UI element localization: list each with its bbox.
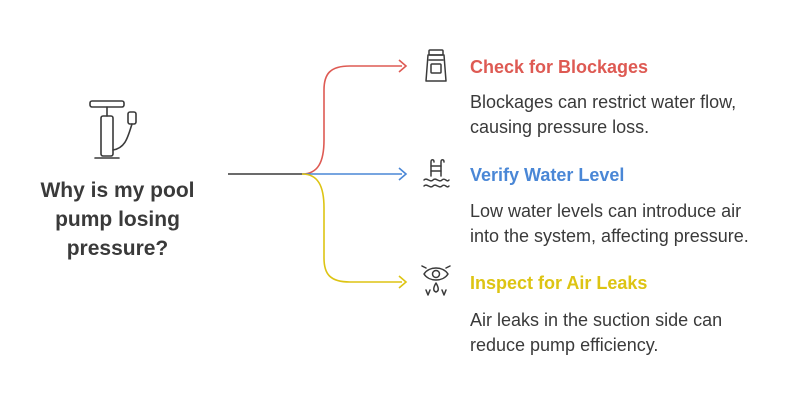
arrowhead-blue [398,167,408,181]
branch-line-yellow [301,173,402,283]
branch-title-air-leaks: Inspect for Air Leaks [470,273,648,293]
arrowhead-red [398,59,408,73]
branch-description-water-level: Low water levels can introduce air into … [470,201,749,246]
pool-ladder-icon [423,159,450,188]
branch-title-blockages: Check for Blockages [470,57,649,77]
arrowhead-yellow [398,275,408,289]
branch-line-red [301,65,402,175]
branch-title-water-level: Verify Water Level [470,165,625,185]
water-filter-icon [425,49,447,82]
branch-description-blockages: Blockages can restrict water flow, causi… [470,92,737,137]
hand-pump-icon [89,100,137,159]
branch-description-air-leaks: Air leaks in the suction side can reduce… [470,310,723,355]
central-question: Why is my pool pump losing pressure? [40,179,195,260]
leak-inspection-icon [421,265,451,296]
